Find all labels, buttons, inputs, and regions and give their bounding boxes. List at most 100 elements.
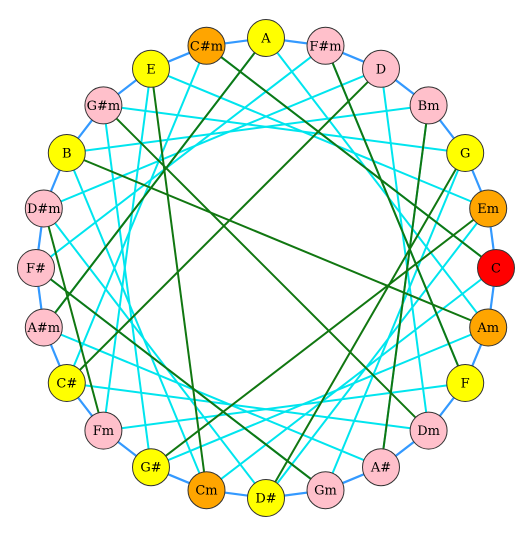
chord-node-label: F# [26,262,46,277]
chord-node-label: Gm [314,484,337,499]
cyan-edge-g-sharpm-g [103,104,466,154]
chord-node-label: C#m [190,39,223,54]
cyan-edge-c-sharp-c-sharpm [65,45,208,384]
cyan-edge-f-sharp-f-sharpm [35,45,327,269]
chord-node-circle [306,471,345,510]
cyan-edge-d-sharp-d-sharpm [43,207,267,499]
chord-node-circle [362,49,400,88]
chord-node-c-sharp: C# [47,364,86,402]
chord-node-label: Dm [417,424,440,439]
chord-node-a: A [247,19,285,57]
green-edge-gm-f-sharp [35,267,327,491]
cyan-edge-e-em [150,67,489,210]
cyan-edge-c-cm [205,267,497,491]
chord-node-label: G# [140,461,161,476]
chord-node-label: C [491,262,501,277]
chord-node-label: D#m [27,202,61,217]
chord-node-circle [187,471,226,510]
chord-node-label: F#m [309,39,341,54]
chord-node-circle [24,189,63,228]
chord-node-circle [247,479,285,517]
chord-node-circle [132,49,170,88]
chord-node-label: A [260,32,271,47]
chord-node-circle [446,364,485,402]
green-edge-a-sharpm-a [43,37,267,329]
chord-node-d: D [362,49,400,88]
chord-node-g-sharp: G# [132,448,170,487]
chord-node-circle [47,134,86,172]
cyan-edge-a-am [265,37,489,329]
chord-node-circle [17,249,55,287]
cyan-edge-em-d-sharp [265,207,489,499]
cyan-edge-am-g-sharp [150,326,489,469]
chord-node-circle [446,134,485,172]
cyan-edge-f-fm [103,382,466,432]
chord-node-circle [84,86,123,125]
chord-node-label: A#m [26,321,60,336]
chord-node-a-sharp: A# [362,448,400,487]
chord-node-circle [47,364,86,402]
chord-node-label: G#m [87,99,121,114]
chord-node-g-sharpm: G#m [84,86,123,125]
green-edge-cm-e [150,68,208,491]
chord-node-circle [409,411,448,450]
chord-node-c-sharpm: C#m [187,26,226,65]
chord-node-bm: Bm [409,86,448,125]
green-edge-a-sharp-bm [380,105,430,468]
chord-node-label: C# [56,377,77,392]
chord-node-label: Cm [195,484,217,499]
chord-node-circle [306,26,345,65]
chord-node-circle [187,26,226,65]
green-edge-am-b [66,152,489,329]
cyan-edge-dm-c-sharp [66,382,429,432]
cyan-edge-g-gm [324,152,467,491]
chord-node-label: B [62,147,72,162]
chord-node-label: G [460,147,470,162]
chord-node-label: E [146,62,156,77]
green-edge-d-sharp-g [265,152,467,499]
chord-node-circle [84,411,123,450]
green-edge-g-sharp-em [150,207,489,468]
chord-node-label: D# [255,492,276,507]
chord-node-am: Am [469,308,508,347]
chord-node-circle [24,308,63,347]
chord-node-gm: Gm [306,471,345,510]
chord-nodes: C AmF DmA# GmD# Cm G# Fm C# A#m F# D#m B G#m E C#m A F#m… [17,19,515,517]
chord-node-circle [247,19,285,57]
chord-node-circle [409,86,448,125]
chord-node-circle [477,249,515,287]
chord-node-a-sharpm: A#m [24,308,63,347]
chord-node-em: Em [469,189,508,228]
chord-node-d-sharpm: D#m [24,189,63,228]
green-edge-fm-d-sharpm [42,208,105,431]
cyan-edge-cm-b [65,152,208,491]
chord-node-label: Fm [93,424,114,439]
chord-node-f-sharpm: F#m [306,26,345,65]
chord-node-circle [469,308,508,347]
chord-node-label: D [376,62,386,77]
chord-node-circle [132,448,170,487]
chord-node-circle [362,448,400,487]
chord-node-label: Bm [418,99,440,114]
chord-node-f-sharp: F# [17,249,55,287]
chord-node-circle [469,189,508,228]
chord-node-fm: Fm [84,411,123,450]
cyan-edge-g-sharp-g-sharpm [102,105,152,468]
chord-node-label: Em [477,202,499,217]
cyan-edge-fm-e [102,68,152,431]
green-edges [35,37,497,499]
chord-node-label: Am [476,321,499,336]
chord-node-cm: Cm [187,471,226,510]
cyan-edge-d-dm [380,68,430,431]
chord-node-c: C [477,249,515,287]
chord-node-dm: Dm [409,411,448,450]
cyan-edge-d-sharpm-d [43,67,382,210]
chord-node-label: F [461,377,470,392]
cyan-edge-b-bm [66,104,429,154]
chord-node-d-sharp: D# [247,479,285,517]
chord-node-e: E [132,49,170,88]
chord-node-g: G [446,134,485,172]
green-edge-c-sharp-d [66,68,382,384]
